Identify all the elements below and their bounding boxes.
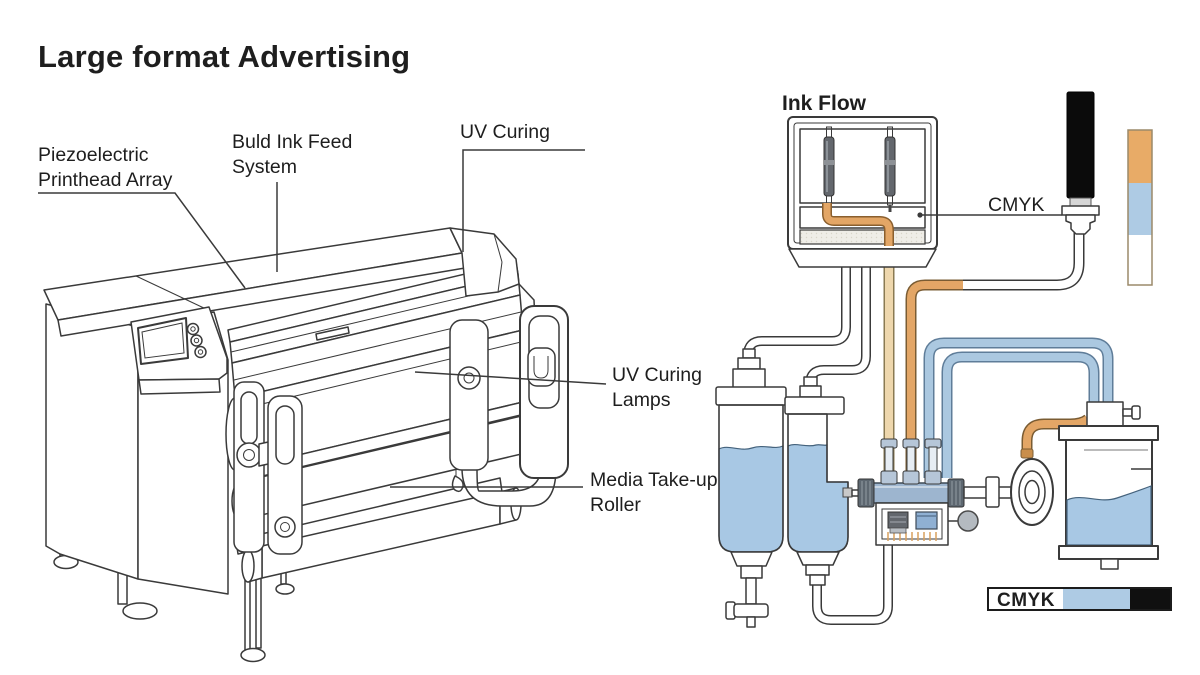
orange-tube [907, 281, 963, 478]
printer-body-beams [227, 261, 521, 364]
manifold-fitting [902, 438, 920, 485]
filter-tank-right [784, 376, 849, 586]
printer-callouts: Piezoelectric Printhead Array Buld Ink F… [38, 121, 723, 516]
page-title: Large format Advertising [38, 39, 410, 74]
panel-screen [137, 317, 189, 365]
manifold-fitting [924, 438, 942, 485]
media-clamp-hook [451, 475, 464, 493]
ink-reservoir-box [787, 116, 938, 268]
white-tube [813, 542, 892, 624]
tank-liquid [1066, 485, 1152, 546]
printer-left-brackets [233, 381, 303, 555]
label-ink-feed: Buld Ink Feed System [232, 131, 358, 178]
leader-uv-lamps [414, 371, 607, 385]
supply-tank [1058, 401, 1159, 570]
leader-uv-curing [462, 149, 585, 252]
ink-level-bar [1127, 129, 1153, 286]
tank-liquid [718, 445, 784, 553]
cartridge-nozzle [1065, 214, 1096, 235]
black-ink-cartridge [1061, 91, 1100, 235]
label-media-roller: Media Take-up Roller [590, 469, 723, 516]
printer-control-panel [130, 306, 228, 395]
label-uv-curing: UV Curing [460, 121, 550, 143]
white-tube-outline [805, 255, 871, 400]
leader-printhead [38, 192, 246, 289]
carriage-handle [315, 326, 350, 341]
label-printhead: Piezoelectric Printhead Array [38, 144, 173, 191]
ink-flow-heading: Ink Flow [782, 92, 867, 115]
white-tube [744, 255, 850, 364]
cmyk-legend-bar: CMYK [987, 587, 1172, 611]
cartridge-tube-outline [960, 228, 1085, 291]
printer-top-lid [43, 227, 520, 337]
label-cmyk: CMYK [988, 194, 1044, 216]
tank-liquid [787, 443, 849, 553]
valve-box [875, 502, 949, 546]
valve-hatch [887, 532, 937, 541]
printer-illustration [43, 227, 569, 663]
ink-damper [884, 126, 896, 212]
manifold-fitting [880, 438, 898, 485]
ink-manifold [842, 414, 1092, 546]
blue-tube [925, 339, 1112, 478]
ink-pump [1010, 414, 1092, 526]
valve-knob [957, 510, 979, 532]
manifold-knob [857, 478, 875, 508]
cartridge-tube [960, 228, 1083, 289]
label-uv-lamps: UV Curing Lamps [612, 364, 707, 411]
internal-tube [823, 203, 893, 246]
white-tube [806, 255, 870, 400]
pump-tube [1023, 415, 1091, 456]
uv-lamp-icon [533, 356, 549, 379]
panel-button [194, 345, 207, 359]
legend-cmyk-label: CMYK [997, 590, 1055, 611]
ink-flow-diagram: Ink Flow [715, 91, 1172, 628]
panel-button [186, 322, 200, 336]
panel-button [190, 334, 203, 347]
leader-cmyk-dot [917, 212, 923, 218]
tank-cap [1086, 401, 1124, 429]
manifold-knob [947, 478, 965, 508]
filter-tank-left [715, 348, 787, 628]
blue-tube [943, 353, 1098, 478]
printer-feet [53, 543, 295, 663]
white-tube-outline [743, 255, 851, 364]
